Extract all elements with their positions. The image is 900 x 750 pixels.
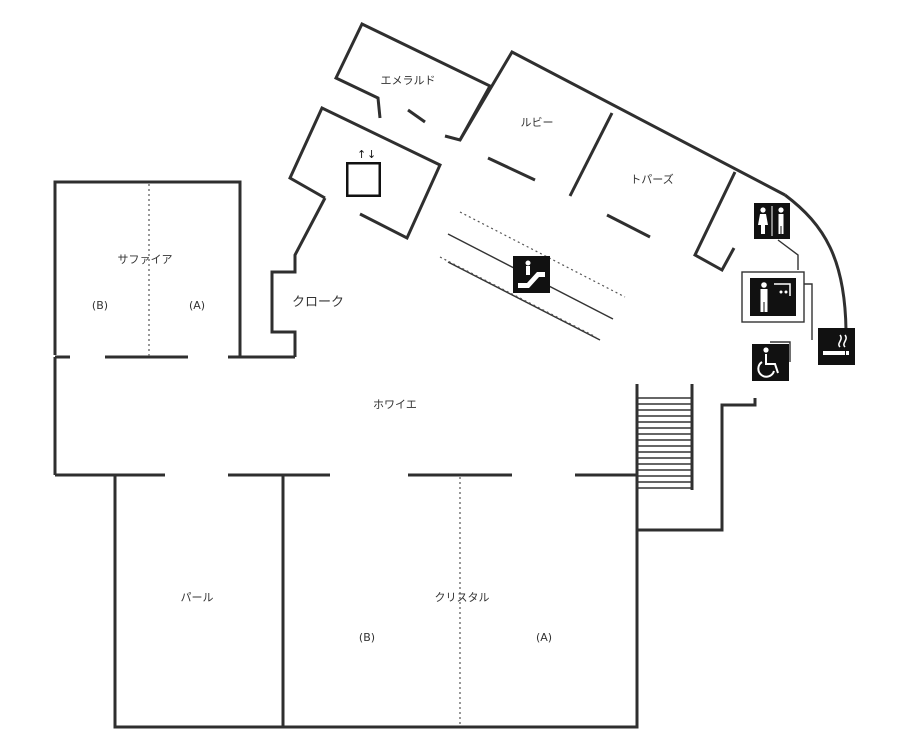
escalator-edge bbox=[459, 211, 626, 298]
service-wall bbox=[804, 283, 813, 340]
toilet-room-wall bbox=[741, 271, 805, 323]
room-label-sapphire-a: (A) bbox=[189, 299, 205, 312]
escalator-icon bbox=[513, 256, 550, 293]
restroom-icon bbox=[754, 203, 790, 239]
walls bbox=[53, 21, 848, 729]
stair-core-wall bbox=[635, 384, 757, 532]
up-arrow-icon: ↑ bbox=[357, 148, 366, 161]
escalator-rail bbox=[447, 261, 601, 341]
multipurpose-toilet-icon bbox=[750, 278, 796, 316]
room-label-foyer: ホワイエ bbox=[373, 398, 417, 411]
room-label-crystal-b: (B) bbox=[359, 631, 375, 644]
pearl-crystal-outer-wall bbox=[113, 475, 639, 729]
room-label-pearl: パール bbox=[181, 591, 214, 604]
room-label-ruby: ルビー bbox=[521, 116, 554, 129]
ruby-door-wall bbox=[487, 156, 536, 182]
down-arrow-icon: ↓ bbox=[367, 148, 376, 161]
room-label-emerald: エメラルド bbox=[381, 74, 436, 87]
accessible-wall bbox=[770, 341, 791, 362]
room-label-crystal: クリスタル bbox=[435, 591, 490, 604]
topaz-east-wall bbox=[693, 171, 737, 273]
room-label-sapphire-b: (B) bbox=[92, 299, 108, 312]
ruby-topaz-divider bbox=[568, 112, 614, 197]
cloak-wall bbox=[270, 197, 327, 357]
east-curved-wall bbox=[784, 193, 848, 331]
elevator-wall bbox=[288, 105, 442, 241]
smoking-area-icon bbox=[818, 328, 855, 365]
topaz-door-wall bbox=[606, 213, 651, 239]
room-label-cloak: クローク bbox=[292, 295, 344, 310]
emerald-door-wall bbox=[407, 108, 426, 124]
stairs bbox=[637, 397, 692, 489]
room-label-topaz: トパーズ bbox=[630, 172, 673, 186]
room-label-sapphire: サファイア bbox=[118, 253, 173, 266]
ruby-topaz-north-wall bbox=[458, 50, 786, 197]
restroom-wall bbox=[777, 239, 799, 270]
room-label-crystal-a: (A) bbox=[536, 631, 552, 644]
escalator-edge bbox=[439, 256, 597, 338]
room-labels: エメラルド ルビー トパーズ サファイア (B) (A) クローク ホワイエ パ… bbox=[92, 74, 674, 644]
sapphire-outer-wall bbox=[53, 180, 242, 356]
wheelchair-icon bbox=[752, 344, 789, 381]
elevator-icon: ↑ ↓ bbox=[346, 148, 381, 197]
